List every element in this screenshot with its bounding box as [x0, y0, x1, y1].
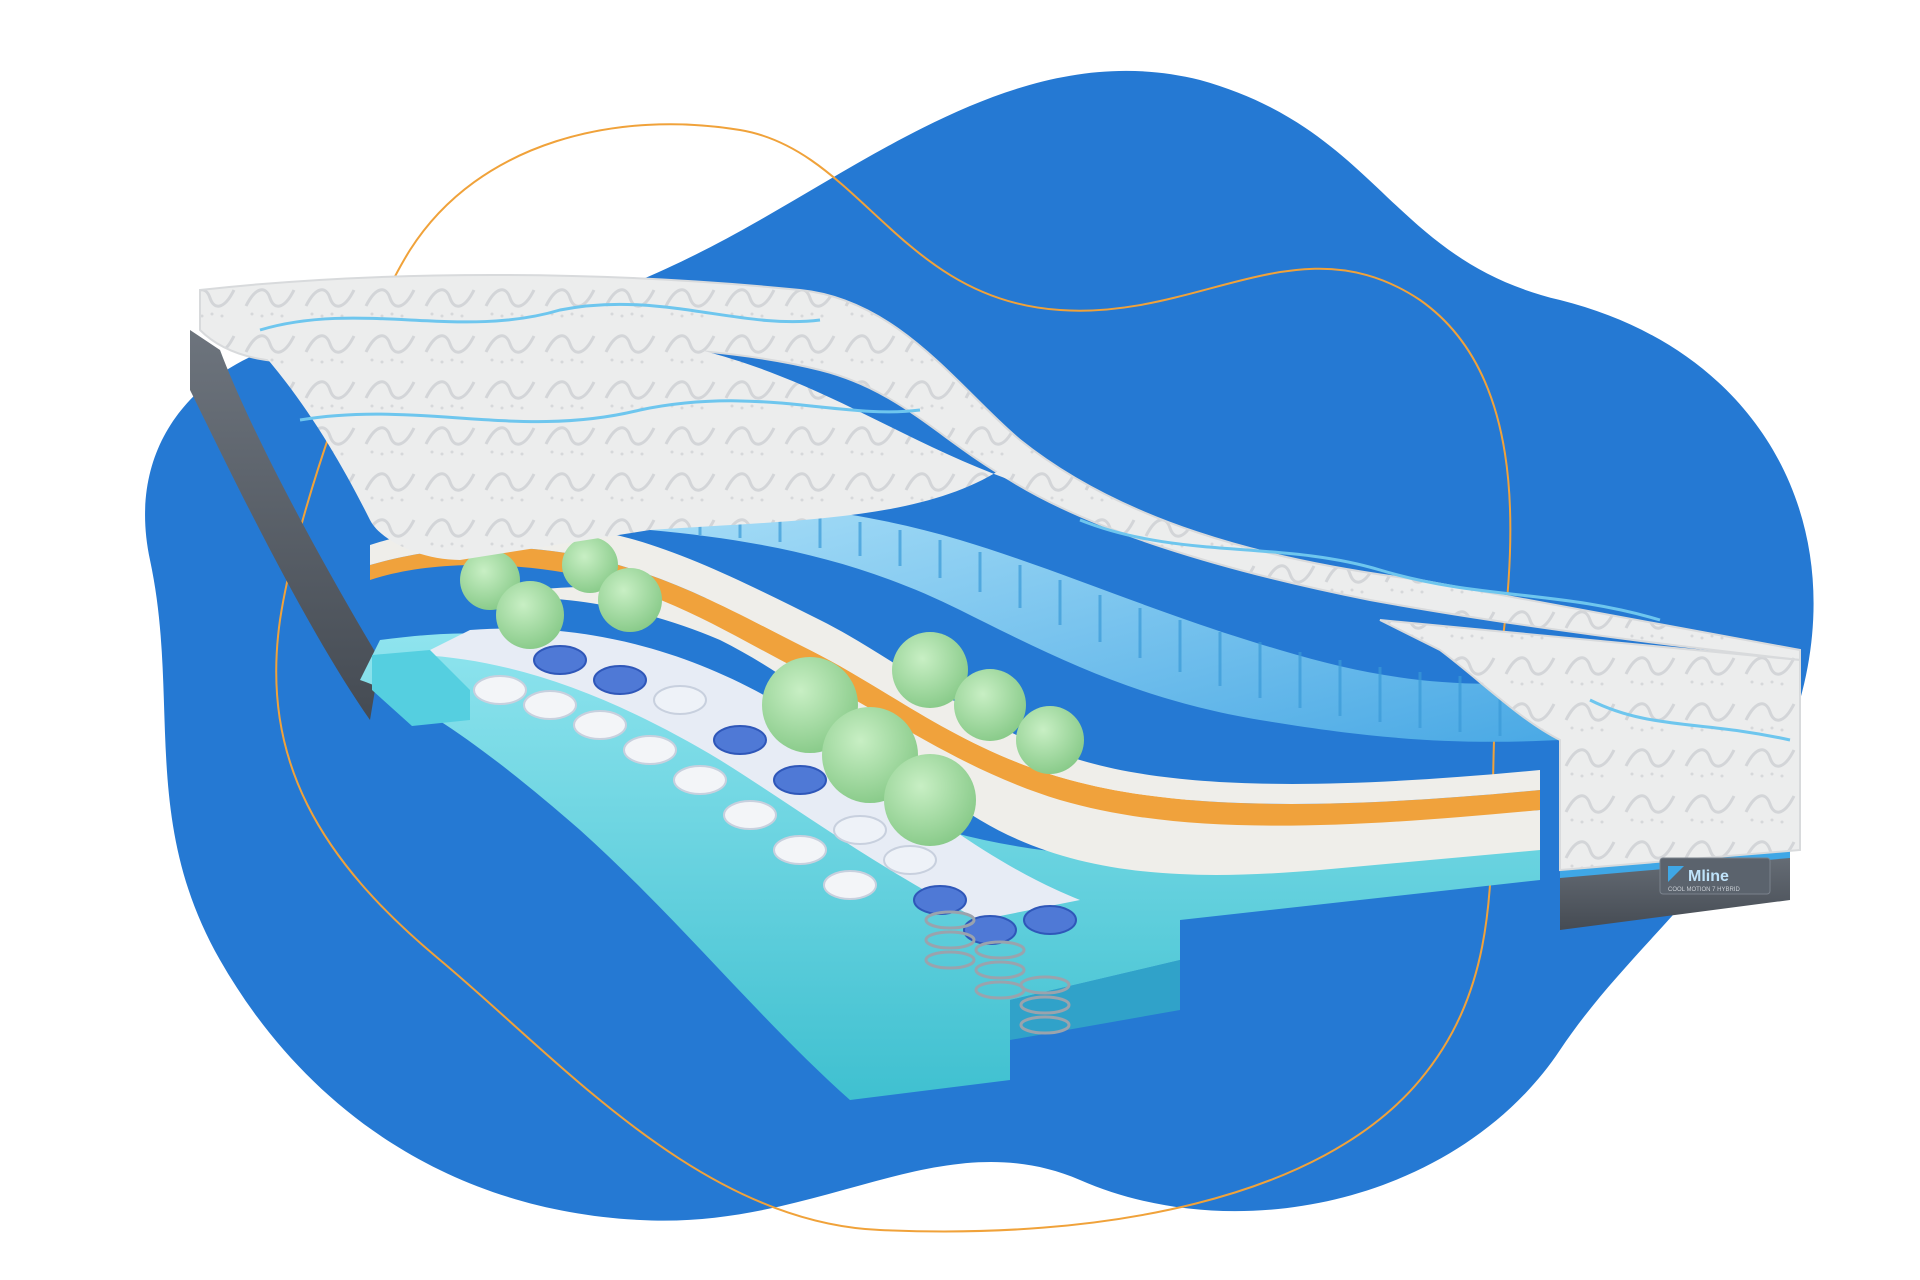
pocket-springs [420, 628, 1080, 1035]
accent-line [275, 123, 1512, 1233]
top-foam-ridges [698, 505, 1502, 736]
brand-tag: Mline COOL MOTION 7 HYBRID [1659, 857, 1771, 895]
mattress-cover-foot [1379, 619, 1801, 872]
top-foam-layer [650, 500, 1560, 742]
green-latex-balls [460, 537, 1084, 846]
mattress-side-band [190, 330, 380, 720]
brand-logo-icon [1668, 866, 1684, 882]
base-foam-front [850, 960, 1180, 1100]
brand-name: Mline [1688, 868, 1729, 885]
coil-spring-icon [924, 910, 1071, 1035]
cover-wave-4 [1589, 698, 1791, 742]
edge-foam-block [372, 650, 470, 726]
cover-wave-3 [1079, 518, 1661, 622]
white-comfort-layer [470, 586, 1540, 875]
cover-wave-1 [259, 302, 821, 332]
cover-wave-2 [299, 399, 921, 424]
brand-tagline: COOL MOTION 7 HYBRID [1668, 887, 1740, 893]
mattress-cover-head [200, 290, 1010, 560]
